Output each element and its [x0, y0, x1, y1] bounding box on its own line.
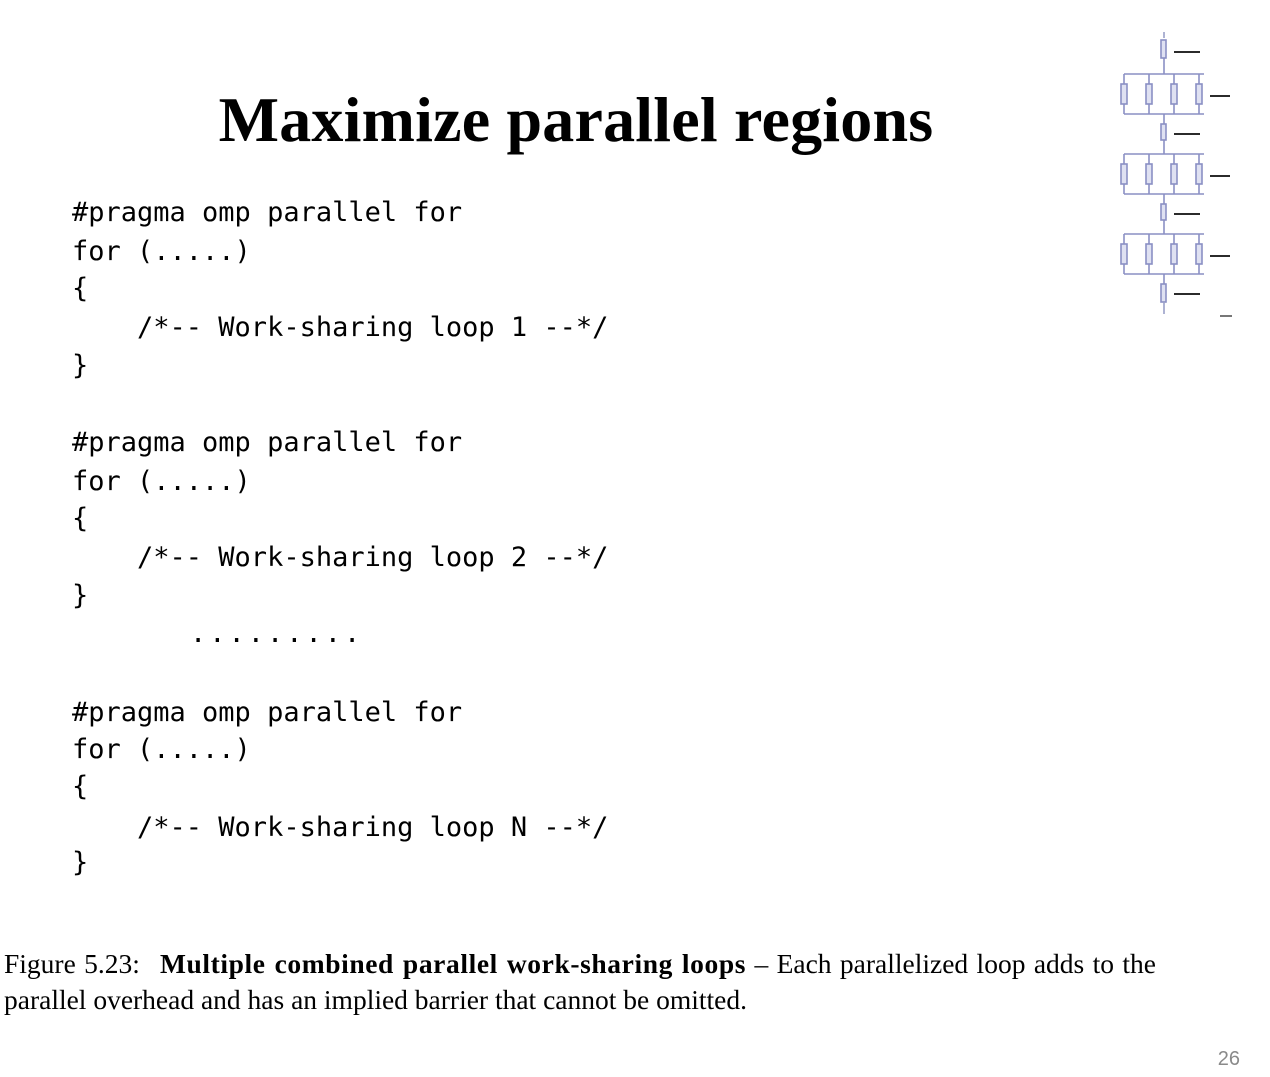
figure-caption: Figure 5.23: Multiple combined parallel w… [4, 946, 1156, 1018]
code-line-close-brace-n: } [72, 847, 89, 878]
code-line-comment-1: /*-- Work-sharing loop 1 --*/ [72, 312, 609, 343]
code-line-for-1: for (.....) [72, 236, 251, 267]
code-line-pragma-n: #pragma omp parallel for [72, 697, 463, 728]
slide-title: Maximize parallel regions [218, 84, 934, 155]
code-line-pragma-1: #pragma omp parallel for [72, 197, 463, 228]
code-line-for-n: for (.....) [72, 734, 251, 765]
code-line-open-brace-2: { [72, 503, 89, 534]
code-line-open-brace-n: { [72, 771, 89, 802]
code-line-close-brace-1: } [72, 350, 89, 381]
code-ellipsis: ......... [190, 618, 364, 649]
figure-label: Figure 5.23: [4, 948, 140, 979]
fork-join-diagram-icon [1120, 32, 1232, 317]
figure-title: Multiple combined parallel work-sharing … [159, 948, 747, 979]
page-number: 26 [1217, 1048, 1240, 1070]
code-line-for-2: for (.....) [72, 466, 251, 497]
code-line-close-brace-2: } [72, 580, 89, 611]
figure-description: – Each parallelized loop adds to the par… [4, 948, 1156, 1015]
code-line-comment-n: /*-- Work-sharing loop N --*/ [72, 812, 609, 843]
code-line-pragma-2: #pragma omp parallel for [72, 427, 463, 458]
code-line-comment-2: /*-- Work-sharing loop 2 --*/ [72, 542, 609, 573]
code-line-open-brace-1: { [72, 273, 89, 304]
